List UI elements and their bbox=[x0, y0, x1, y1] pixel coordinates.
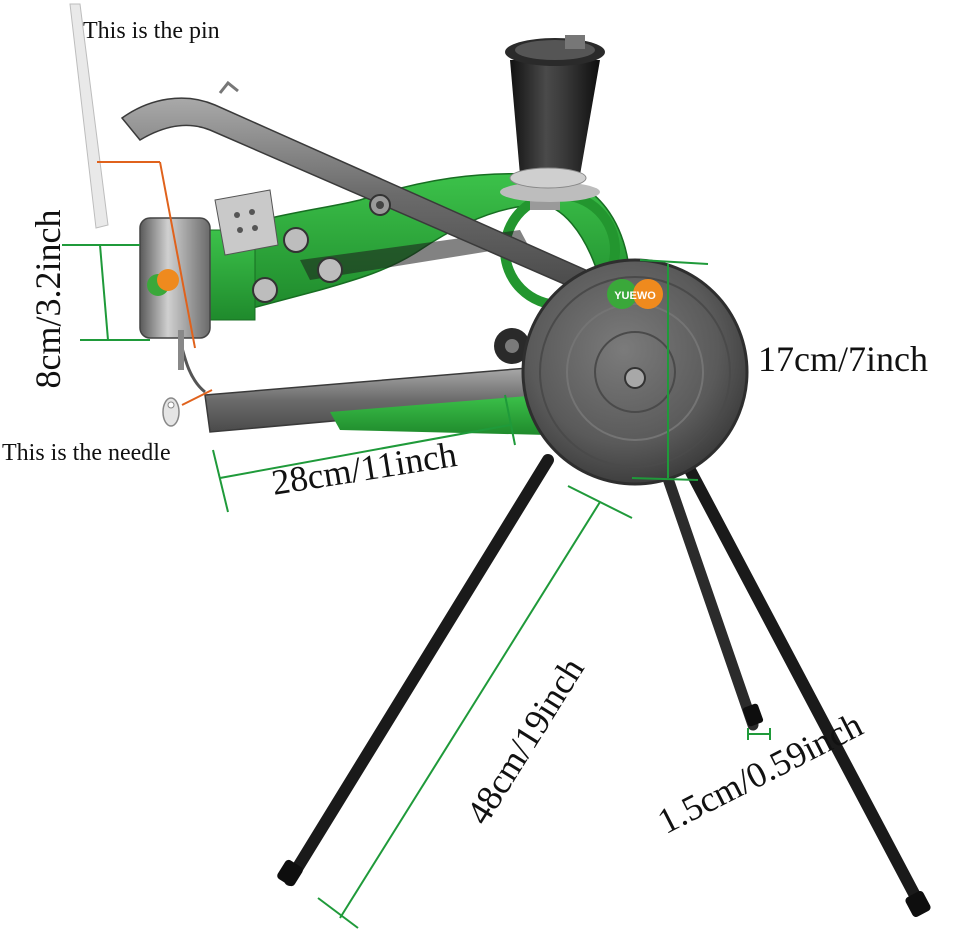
tripod-legs bbox=[277, 454, 931, 917]
needle-icon bbox=[162, 397, 180, 427]
yuewo-logo-head bbox=[147, 269, 179, 296]
hand-wheel bbox=[521, 258, 749, 486]
yuewo-logo-wheel: YUEWO bbox=[607, 279, 663, 309]
pointer-lines bbox=[97, 161, 213, 406]
pin-bar bbox=[69, 3, 109, 229]
pin-label: This is the pin bbox=[83, 18, 220, 44]
dimension-lines bbox=[62, 244, 771, 929]
wheel-diameter-label: 17cm/7inch bbox=[758, 339, 928, 379]
needle-label: This is the needle bbox=[2, 440, 171, 466]
head-height-label: 8cm/3.2inch bbox=[28, 209, 68, 389]
thread-spool bbox=[500, 35, 605, 210]
logo-text: YUEWO bbox=[614, 290, 656, 302]
lower-arm bbox=[204, 367, 548, 435]
